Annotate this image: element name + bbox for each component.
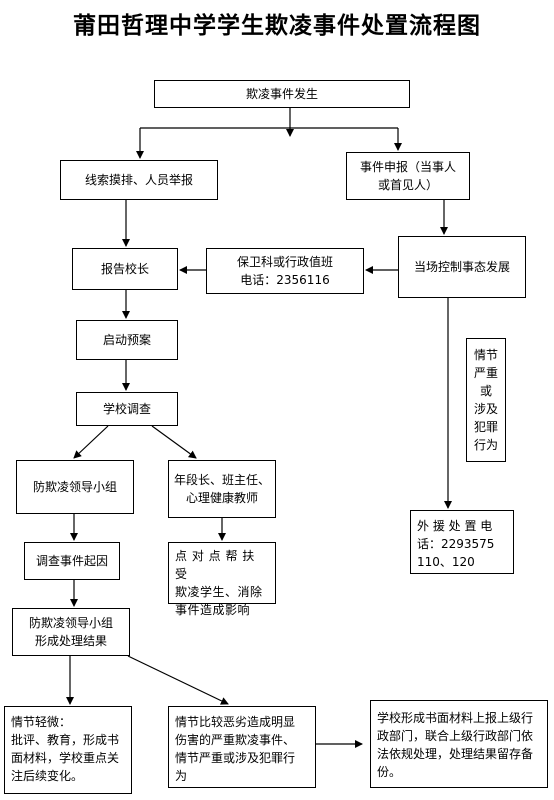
page-title: 莆田哲理中学学生欺凌事件处置流程图: [73, 13, 481, 39]
investigate-label: 学校调查: [102, 402, 151, 416]
severe-note-line-3: 或: [479, 384, 492, 398]
severe-note-box: 情节 严重 或 涉及 犯罪 行为: [466, 338, 506, 462]
help-line-1: 点 对 点 帮 扶 受: [175, 549, 255, 581]
external-box: 外 援 处 置 电 话：2293575 110、120: [410, 510, 514, 574]
plan-box: 启动预案: [76, 320, 178, 360]
start-label: 欺凌事件发生: [245, 87, 318, 101]
teachers-line-2: 心理健康教师: [185, 491, 258, 505]
control-label: 当场控制事态发展: [413, 260, 510, 274]
report-principal-label: 报告校长: [100, 262, 149, 276]
serious-line-3: 情节严重或涉及犯罪行: [175, 751, 296, 765]
group-box: 防欺凌领导小组: [16, 460, 134, 514]
upper-line-1: 学校形成书面材料上报上级行: [377, 711, 534, 725]
teachers-line-1: 年段长、班主任、: [173, 473, 270, 487]
minor-line-4: 注后续变化。: [11, 769, 84, 783]
security-box: 保卫科或行政值班 电话：2356116: [206, 248, 364, 294]
report-principal-box: 报告校长: [72, 248, 178, 290]
help-line-2: 欺凌学生、消除: [175, 585, 263, 599]
start-box: 欺凌事件发生: [154, 80, 410, 108]
minor-box: 情节轻微： 批评、教育，形成书 面材料，学校重点关 注后续变化。: [4, 706, 132, 794]
security-line-1: 保卫科或行政值班: [236, 255, 333, 269]
serious-box: 情节比较恶劣造成明显 伤害的严重欺凌事件、 情节严重或涉及犯罪行 为: [168, 706, 316, 788]
minor-line-2: 批评、教育，形成书: [11, 733, 120, 747]
upper-line-4: 份。: [377, 765, 402, 779]
minor-line-1: 情节轻微：: [11, 715, 72, 729]
cause-box: 调查事件起因: [24, 542, 120, 580]
clue-box: 线索摸排、人员举报: [60, 160, 218, 200]
result-line-1: 防欺凌领导小组: [28, 616, 113, 630]
result-box: 防欺凌领导小组 形成处理结果: [12, 608, 130, 656]
security-phone: 电话：2356116: [240, 273, 330, 287]
minor-line-3: 面材料，学校重点关: [11, 751, 120, 765]
help-line-3: 事件造成影响: [175, 603, 251, 617]
plan-label: 启动预案: [102, 333, 151, 347]
severe-note-line-1: 情节: [473, 348, 498, 362]
clue-label: 线索摸排、人员举报: [84, 173, 193, 187]
severe-note-line-2: 严重: [473, 366, 498, 380]
upper-line-3: 法依规处理，处理结果留存备: [377, 747, 534, 761]
report-event-line-1: 事件申报（当事人: [359, 160, 456, 174]
report-event-line-2: 或首见人）: [377, 178, 438, 192]
group-label: 防欺凌领导小组: [32, 480, 117, 494]
severe-note-line-4: 涉及: [473, 402, 498, 416]
external-emergency: 110、120: [417, 555, 475, 569]
severe-note-line-6: 行为: [473, 438, 498, 452]
serious-line-2: 伤害的严重欺凌事件、: [175, 733, 296, 747]
cause-label: 调查事件起因: [35, 554, 108, 568]
result-line-2: 形成处理结果: [34, 634, 107, 648]
report-event-box: 事件申报（当事人 或首见人）: [346, 152, 470, 200]
help-box: 点 对 点 帮 扶 受 欺凌学生、消除 事件造成影响: [168, 542, 276, 617]
teachers-box: 年段长、班主任、 心理健康教师: [168, 460, 276, 518]
investigate-box: 学校调查: [76, 392, 178, 426]
external-line-1: 外 援 处 置 电: [417, 519, 493, 533]
upper-line-2: 政部门，联合上级行政部门依: [377, 729, 534, 743]
serious-line-1: 情节比较恶劣造成明显: [175, 715, 296, 729]
control-box: 当场控制事态发展: [398, 236, 526, 298]
external-phone: 话：2293575: [417, 537, 495, 551]
severe-note-line-5: 犯罪: [473, 420, 498, 434]
serious-line-4: 为: [175, 769, 188, 783]
upper-box: 学校形成书面材料上报上级行 政部门，联合上级行政部门依 法依规处理，处理结果留存…: [370, 700, 548, 788]
